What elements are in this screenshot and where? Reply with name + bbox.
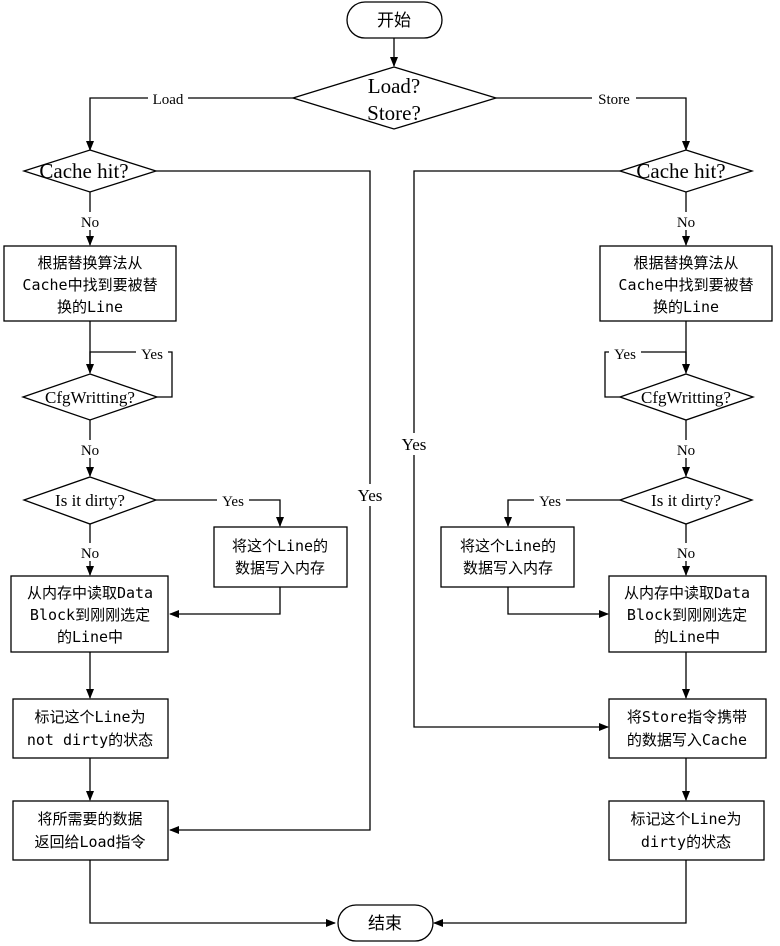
right-writeback-line1: 将这个Line的 (460, 537, 556, 555)
left-replace-box: 根据替换算法从 Cache中找到要被替 换的Line (3, 245, 177, 322)
decision-line2: Store? (367, 101, 421, 125)
edge-left-end (89, 860, 336, 927)
edge-left-writeback-read (169, 587, 281, 618)
start-label: 开始 (377, 11, 411, 30)
label-right-hit-no: No (677, 215, 695, 231)
label-left-hit-no: No (81, 215, 99, 231)
edge-right-hit-yes (413, 170, 620, 731)
right-write-line1: 将Store指令携带 (627, 708, 747, 726)
right-dirty-decision: Is it dirty? (618, 476, 754, 525)
edge-right-writeback-read (507, 587, 609, 618)
left-read-line2: Block到刚刚选定 (30, 606, 150, 624)
label-right-cfg-no: No (677, 443, 695, 459)
right-write-line2: 的数据写入Cache (627, 731, 747, 749)
right-cfg-label: CfgWritting? (641, 388, 731, 407)
right-replace-line1: 根据替换算法从 (633, 254, 738, 272)
edge-left-dirty-yes (156, 499, 284, 527)
right-mark-box: 标记这个Line为 dirty的状态 (608, 800, 765, 861)
right-cfg-decision: CfgWritting? (618, 373, 756, 421)
end-label: 结束 (368, 914, 402, 933)
right-cache-hit-decision: Cache hit? (617, 149, 755, 193)
left-return-line1: 将所需要的数据 (37, 810, 142, 828)
label-left-cfg-no: No (81, 443, 99, 459)
edge-left-cfg-yes-loop (89, 351, 173, 398)
right-replace-line3: 换的Line (653, 298, 719, 316)
load-store-decision: Load? Store? (290, 66, 499, 130)
start-node: 开始 (346, 1, 443, 39)
right-read-line1: 从内存中读取Data (624, 584, 750, 602)
connectors (86, 38, 690, 927)
left-return-line2: 返回给Load指令 (34, 833, 145, 851)
label-left-cfg-yes: Yes (141, 347, 163, 363)
right-replace-line2: Cache中找到要被替 (618, 276, 753, 294)
left-mark-line2: not dirty的状态 (27, 731, 153, 749)
label-left-hit-yes: Yes (358, 486, 383, 505)
edge-store (496, 97, 690, 151)
right-writeback-box: 将这个Line的 数据写入内存 (440, 526, 575, 588)
left-writeback-line1: 将这个Line的 (232, 537, 328, 555)
label-right-cfg-yes: Yes (614, 347, 636, 363)
right-write-box: 将Store指令携带 的数据写入Cache (608, 698, 767, 759)
right-read-box: 从内存中读取Data Block到刚刚选定 的Line中 (608, 575, 767, 653)
left-replace-line2: Cache中找到要被替 (22, 276, 157, 294)
left-cfg-decision: CfgWritting? (20, 373, 160, 421)
label-right-dirty-no: No (677, 546, 695, 562)
label-load: Load (153, 92, 184, 108)
right-mark-line2: dirty的状态 (641, 833, 731, 851)
edge-right-end (433, 860, 687, 927)
left-read-box: 从内存中读取Data Block到刚刚选定 的Line中 (10, 575, 169, 653)
end-node: 结束 (337, 904, 434, 942)
edge-labels: Load Store No Yes No Yes No Yes No Yes N… (76, 89, 700, 562)
edge-right-dirty-yes (504, 499, 620, 527)
left-return-box: 将所需要的数据 返回给Load指令 (12, 800, 169, 861)
label-left-dirty-yes: Yes (222, 494, 244, 510)
right-read-line2: Block到刚刚选定 (627, 606, 747, 624)
left-mark-line1: 标记这个Line为 (34, 708, 145, 726)
left-cfg-label: CfgWritting? (45, 388, 135, 407)
left-read-line3: 的Line中 (57, 628, 123, 646)
left-writeback-line2: 数据写入内存 (235, 559, 325, 577)
left-cache-hit-decision: Cache hit? (21, 149, 159, 193)
left-dirty-decision: Is it dirty? (22, 476, 158, 525)
label-right-dirty-yes: Yes (539, 494, 561, 510)
left-replace-line3: 换的Line (57, 298, 123, 316)
label-left-dirty-no: No (81, 546, 99, 562)
label-right-hit-yes: Yes (402, 435, 427, 454)
left-read-line1: 从内存中读取Data (27, 584, 153, 602)
right-read-line3: 的Line中 (654, 628, 720, 646)
left-dirty-label: Is it dirty? (55, 491, 125, 510)
right-mark-line1: 标记这个Line为 (630, 810, 741, 828)
label-store: Store (598, 92, 630, 108)
right-writeback-line2: 数据写入内存 (463, 559, 553, 577)
left-writeback-box: 将这个Line的 数据写入内存 (213, 526, 348, 588)
right-cache-hit-label: Cache hit? (636, 159, 725, 183)
left-cache-hit-label: Cache hit? (39, 159, 128, 183)
right-replace-box: 根据替换算法从 Cache中找到要被替 换的Line (599, 245, 773, 322)
edge-load (86, 97, 293, 151)
left-mark-box: 标记这个Line为 not dirty的状态 (12, 698, 169, 759)
edge-right-cfg-yes-loop (604, 351, 687, 398)
right-dirty-label: Is it dirty? (651, 491, 721, 510)
left-replace-line1: 根据替换算法从 (37, 254, 142, 272)
decision-line1: Load? (368, 74, 420, 98)
